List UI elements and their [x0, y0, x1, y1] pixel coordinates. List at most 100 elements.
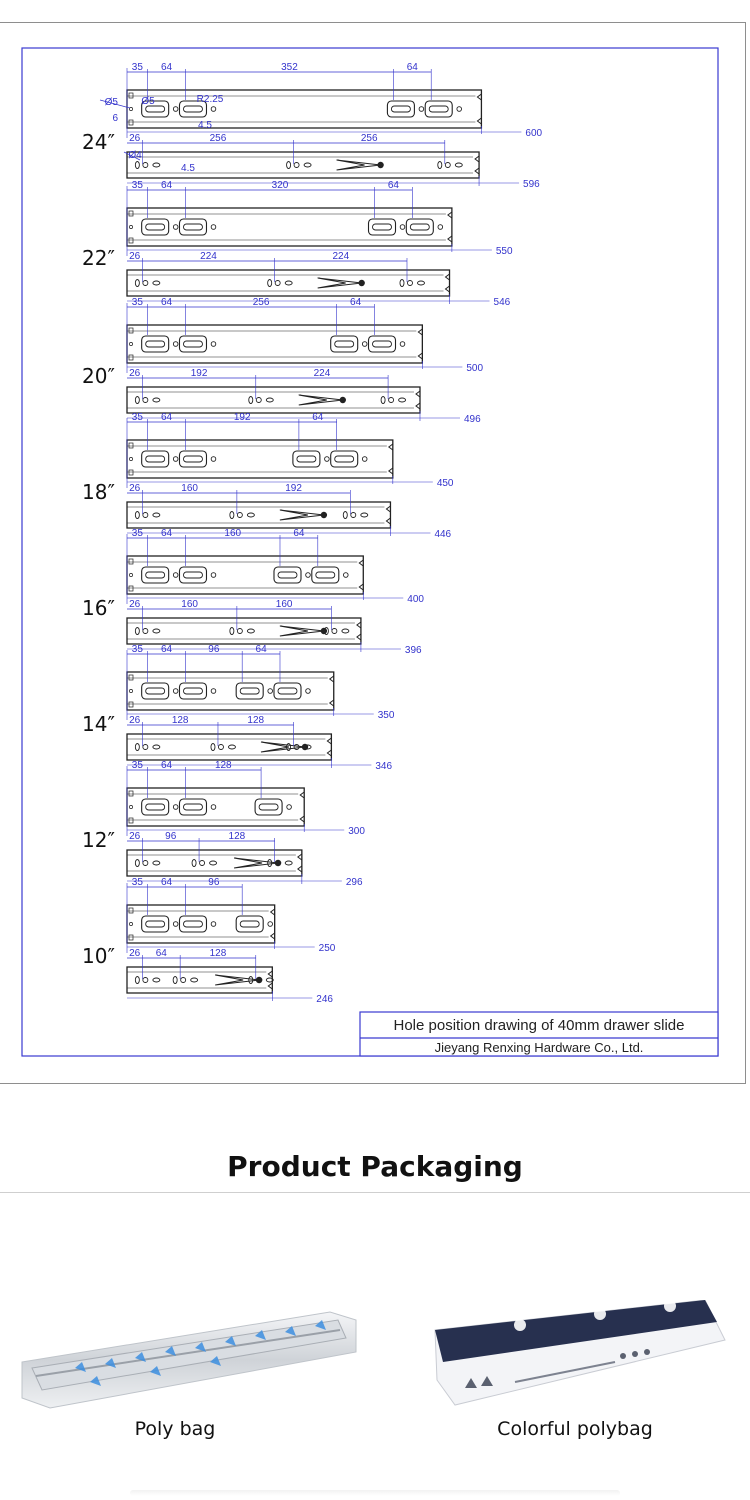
- size-1-inner-notch: [444, 273, 450, 293]
- size-7-outer-length: 250: [319, 943, 336, 954]
- size-1-outer-slot-2: [367, 218, 397, 236]
- size-7-inner-hole-c-0: [152, 977, 161, 983]
- size-6-outer-slot-2-hole: [286, 804, 292, 810]
- size-7-inner-hole-a-0: [134, 976, 140, 984]
- size-7-outer-slot-1-inner: [183, 920, 203, 928]
- size-0-outer-slot-3: [424, 100, 453, 118]
- size-3-outer-slot-3: [330, 450, 359, 468]
- detail-24-offset-inner: 4.5: [181, 163, 195, 174]
- size-3-outer-notch-path: [387, 443, 394, 475]
- bottom-shadow-rule: [130, 1490, 620, 1496]
- size-1-outer-slot-2-inner: [372, 223, 392, 231]
- size-6-inner-hole-b-0: [142, 860, 149, 866]
- size-5-inner-hole-b-2: [293, 744, 300, 750]
- detail-24-leader-a: [99, 99, 131, 109]
- size-5-outer-slot-2-hole: [267, 688, 273, 694]
- size-1-outer-slot-3-inner: [409, 223, 430, 231]
- size-5-outer-notch-path: [328, 675, 335, 707]
- size-3-inner-hole-c-1: [246, 512, 255, 518]
- size-5-outer-slot-0-inner: [145, 687, 166, 695]
- size-1-outer-dim-0: 35: [132, 180, 144, 191]
- size-0-outer-slot-3-hole: [456, 106, 462, 112]
- size-2-inner-hole-b-1: [255, 397, 262, 403]
- size-7-inner-hole-c-2: [265, 977, 274, 983]
- size-0-inner-hole-a-0: [134, 161, 140, 169]
- size-3-inner-notch: [385, 505, 391, 525]
- size-3-outer-slot-2-inner: [296, 455, 317, 463]
- size-6-outer-slot-2-inner: [258, 803, 279, 811]
- size-2-outer-slot-3: [367, 335, 397, 353]
- size-2-outer-slot-2: [330, 335, 359, 353]
- section-divider: [0, 1192, 750, 1193]
- size-6-inner-dim-2: 128: [229, 831, 246, 842]
- size-2-inner-hole-a-0: [134, 396, 140, 404]
- size-0-outer-mark-top: [128, 92, 134, 99]
- size-7-inner-hole-a-2: [248, 976, 254, 984]
- size-4-outer-notch-path: [358, 559, 364, 591]
- size-1-inner-length: 546: [494, 297, 511, 308]
- size-1-inner-hole-c-2: [417, 280, 425, 286]
- size-6-inner-hole-a-0: [134, 859, 140, 867]
- size-3-outer-slot-2: [292, 450, 321, 468]
- size-4-inner-notch-path: [356, 621, 362, 641]
- size-0-outer-member: [126, 89, 483, 129]
- size-3-release-lever: [279, 509, 324, 521]
- size-3-outer-dim-0: 35: [132, 412, 144, 423]
- size-3-outer-length: 450: [437, 478, 454, 489]
- size-2-inner-dim-1: 192: [191, 368, 208, 379]
- size-3-outer-slot-3-inner: [334, 455, 355, 463]
- size-4-outer-slot-0-hole: [172, 572, 179, 578]
- size-6-outer-slot-0-inner: [145, 803, 166, 811]
- size-1-outer-slot-2-hole: [399, 224, 406, 230]
- size-1-inner-hole-a-1: [267, 279, 273, 287]
- detail-24-leader-b: [123, 151, 141, 161]
- size-7-outer-dim-1: 64: [161, 877, 173, 888]
- size-4-outer-slot-2-hole: [305, 572, 311, 578]
- size-0-outer-slot-2-hole: [418, 106, 425, 112]
- size-4-outer-end-hole: [129, 573, 133, 577]
- size-1-inner-hole-c-0: [152, 280, 161, 286]
- size-3-outer-slot-0-inner: [145, 455, 166, 463]
- size-2-inner-hole-c-2: [398, 397, 407, 403]
- size-5-outer-slot-1-inner: [183, 687, 203, 695]
- size-2-outer-dim-2: 256: [253, 297, 270, 308]
- size-6-outer-mark-top: [128, 790, 134, 797]
- size-0-inner-dim-0: 26: [129, 133, 141, 144]
- size-1-outer-end-hole: [129, 225, 133, 229]
- size-7-outer-notch-path: [269, 908, 275, 940]
- size-3-outer-dim-3: 64: [312, 412, 324, 423]
- size-5-outer-slot-0: [141, 682, 170, 700]
- size-0-inner-hole-c-0: [152, 162, 161, 168]
- size-6-outer-slot-1-inner: [183, 803, 203, 811]
- size-5-outer-slot-0-hole: [172, 688, 179, 694]
- size-3-outer-slot-3-hole: [361, 456, 368, 462]
- size-1-outer-slot-0: [141, 218, 170, 236]
- size-1-outer-slot-0-hole: [172, 224, 179, 230]
- size-0-outer-dim-0: 35: [132, 62, 144, 73]
- size-4-inner-length: 396: [405, 645, 422, 656]
- size-label-22: 22″: [82, 246, 115, 270]
- size-7-release-lever: [215, 974, 260, 986]
- size-0-outer-slot-1-inner: [183, 105, 203, 113]
- size-3-inner-hole-a-1: [229, 511, 235, 519]
- size-0-outer-slot-2: [386, 100, 415, 118]
- size-0-outer-notch: [476, 93, 482, 125]
- drawing-title: Hole position drawing of 40mm drawer sli…: [394, 1017, 685, 1034]
- hole-position-drawing: Hole position drawing of 40mm drawer sli…: [21, 47, 719, 1057]
- size-7-inner-hole-c-1: [190, 977, 199, 983]
- size-0-inner-length: 596: [523, 179, 540, 190]
- size-0-outer-slot-0-inner: [145, 105, 166, 113]
- size-1-inner-hole-b-1: [274, 280, 281, 286]
- size-0-outer-dim-2: 352: [281, 62, 298, 73]
- size-4-inner-notch: [356, 621, 362, 641]
- size-1-inner-hole-a-0: [134, 279, 140, 287]
- size-7-lever-pivot: [255, 976, 263, 984]
- size-1-outer-length: 550: [496, 246, 513, 257]
- size-6-inner-dim-0: 26: [129, 831, 141, 842]
- size-4-inner-hole-a-1: [229, 627, 235, 635]
- size-1-outer-dim-2: 320: [272, 180, 289, 191]
- size-4-outer-mark-top: [128, 558, 134, 565]
- size-5-inner-dim-0: 26: [129, 715, 141, 726]
- size-2-outer-slot-0-hole: [172, 341, 179, 347]
- size-5-outer-length: 350: [378, 710, 395, 721]
